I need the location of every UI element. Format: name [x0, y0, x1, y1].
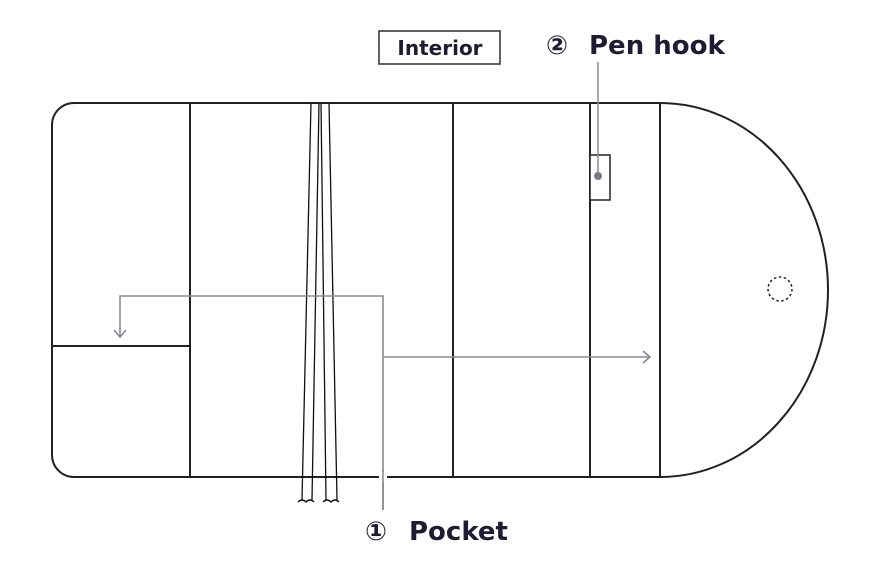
elastic-band	[297, 102, 340, 503]
callout-label-pocket: Pocket	[409, 517, 508, 547]
callout-number-1: ①	[365, 517, 387, 547]
callout-number-2: ②	[546, 31, 568, 61]
interior-title: Interior	[397, 36, 482, 60]
callout-pen-hook: ② Pen hook	[546, 31, 725, 61]
callout-label-pen-hook: Pen hook	[589, 31, 725, 61]
panel-dividers	[52, 103, 661, 477]
pocket-leader	[113, 295, 652, 510]
pen-hook-dot	[594, 172, 602, 180]
cover-outline	[51, 102, 829, 478]
interior-title-box: Interior	[378, 30, 501, 65]
callout-pocket: ① Pocket	[365, 517, 508, 547]
button-hole	[767, 276, 793, 302]
